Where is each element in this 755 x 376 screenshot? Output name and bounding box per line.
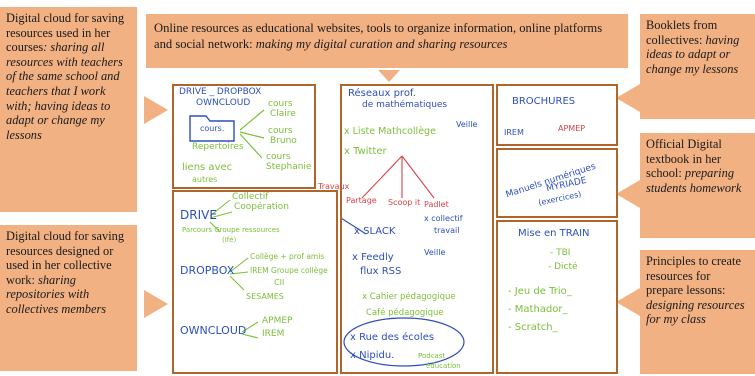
box3-scoopit: Scoop it xyxy=(388,198,421,207)
sketch-box-textbook: Manuels numériques MYRIADE (exercices) xyxy=(496,148,618,218)
arrow-right-2 xyxy=(616,180,640,208)
folder-icon xyxy=(189,109,265,159)
box2-owncloud: OWNCLOUD xyxy=(180,324,247,337)
callout-top-italic: making my digital curation and sharing r… xyxy=(255,37,508,51)
box2-irem: IREM Groupe collège xyxy=(250,266,328,275)
arrow-top xyxy=(378,70,400,82)
callout-top-plain: Online resources as educational websites… xyxy=(154,21,603,51)
arrow-left-bottom xyxy=(144,290,168,318)
box1-c1: cours xyxy=(268,99,293,109)
box5-l3: (exercices) xyxy=(537,189,583,208)
arrow-right-1 xyxy=(616,84,640,112)
box3-veille: Veille xyxy=(456,120,478,129)
box1-c1b: Claire xyxy=(270,109,296,119)
sketch-box-brochures: BROCHURES IREM APMEP xyxy=(496,84,618,146)
callout-left-top-plain: Digital cloud for saving resources used … xyxy=(6,11,125,55)
box3-padlet: Padlet xyxy=(424,200,449,209)
box4-title: BROCHURES xyxy=(512,96,576,107)
box6-title: Mise en TRAIN xyxy=(518,228,590,239)
box2-college: Collège + prof amis xyxy=(250,252,325,261)
callout-left-bottom-italic: sharing repositories with collectives me… xyxy=(6,272,107,316)
box3-collectif: x collectif xyxy=(424,214,463,223)
box1-folder: cours. xyxy=(200,124,225,133)
box2-dropbox: DROPBOX xyxy=(180,264,235,277)
box6-tbi: - TBI xyxy=(550,248,571,258)
callout-left-top: Digital cloud for saving resources used … xyxy=(0,7,137,212)
box3-feedly: x Feedly xyxy=(352,252,394,263)
box2-parcours: Parcours Groupe ressources xyxy=(182,226,280,234)
callout-right-1-italic: having ideas to adapt or change my lesso… xyxy=(646,32,740,76)
callout-top: Online resources as educational websites… xyxy=(146,14,628,68)
box1-sub: OWNCLOUD xyxy=(196,98,251,108)
callout-right-2-italic: preparing students homework xyxy=(646,166,742,195)
box1-title: DRIVE _ DROPBOX xyxy=(179,87,262,97)
box1-links: liens avec xyxy=(182,162,233,173)
box6-scratch: - Scratch_ xyxy=(508,322,558,333)
box3-twitter: x Twitter xyxy=(344,146,387,157)
box1-repo: Repertoires xyxy=(192,142,244,152)
box1-c3b: Stephanie xyxy=(266,162,312,172)
box2-drive: DRIVE xyxy=(180,208,217,222)
box3-cafe: Café pédagogique xyxy=(366,308,444,318)
arrow-left-top xyxy=(144,96,168,124)
callout-right-1: Booklets from collectives: having ideas … xyxy=(640,14,755,119)
box3-education: éducation xyxy=(426,362,461,370)
box2-collectif: Collectif xyxy=(232,192,269,202)
box3-podcast: Podcast xyxy=(418,352,446,360)
callout-right-3: Principles to create resources for prepa… xyxy=(640,250,755,374)
box1-c2: cours xyxy=(268,126,293,136)
box1-c2b: Bruno xyxy=(270,136,297,146)
box4-apmep: APMEP xyxy=(558,124,586,133)
sketch-box-cloud-collective: DRIVE Collectif Coopération Parcours Gro… xyxy=(172,190,338,374)
box4-irem: IREM xyxy=(504,128,524,137)
box3-travaux: Travaux xyxy=(318,182,350,191)
sketch-box-cloud-courses: DRIVE _ DROPBOX OWNCLOUD cours. Repertoi… xyxy=(172,84,316,189)
box2-irem2: IREM xyxy=(262,329,285,339)
box3-partage: Partage xyxy=(346,196,377,205)
box3-slack: x SLACK xyxy=(354,226,396,237)
box2-parcours2: (Ifé) xyxy=(222,236,237,244)
box2-apmep: APMEP xyxy=(262,316,293,326)
box3-travail: travail xyxy=(434,226,460,235)
box6-dicte: - Dicté xyxy=(548,262,578,272)
box2-coop: Coopération xyxy=(234,202,290,212)
arrow-right-3 xyxy=(616,288,640,316)
box1-links2: autres xyxy=(192,175,218,184)
box3-rue: x Rue des écoles xyxy=(350,332,435,343)
box2-ci: CII xyxy=(274,278,285,287)
box2-links xyxy=(209,199,259,339)
callout-left-top-italic: : sharing all resources with teachers of… xyxy=(6,40,123,142)
box3-flux: flux RSS xyxy=(360,266,402,277)
callout-left-bottom: Digital cloud for saving resources desig… xyxy=(0,225,137,371)
box6-jeu: - Jeu de Trio_ xyxy=(508,286,572,297)
box3-nipidu: x Nipidu. xyxy=(350,350,395,361)
box3-liste: x Liste Mathcollège xyxy=(344,126,436,137)
box3-cahier: x Cahier pédagogique xyxy=(362,292,456,302)
callout-right-3-plain: Principles to create resources for prepa… xyxy=(646,254,741,298)
box3-links xyxy=(342,155,465,367)
box6-mathador: - Mathador_ xyxy=(508,304,568,315)
box3-veille2: Veille xyxy=(424,248,446,257)
box3-title: Réseaux prof. xyxy=(348,88,416,99)
box3-title2: de mathématiques xyxy=(362,100,448,110)
sketch-box-mise-en-train: Mise en TRAIN - TBI - Dicté - Jeu de Tri… xyxy=(496,220,618,374)
sketch-box-networks: Réseaux prof. de mathématiques x Liste M… xyxy=(318,84,494,374)
box2-sesames: SESAMES xyxy=(246,292,284,301)
callout-right-2: Official Digital textbook in her school:… xyxy=(640,133,755,238)
callout-right-1-plain: Booklets from collectives: xyxy=(646,18,718,47)
callout-right-3-italic: designing resources for my class xyxy=(646,297,745,327)
callout-left-bottom-plain: Digital cloud for saving resources desig… xyxy=(6,229,125,287)
box1-c3: cours xyxy=(266,152,291,162)
callout-right-2-plain: Official Digital textbook in her school: xyxy=(646,137,722,181)
